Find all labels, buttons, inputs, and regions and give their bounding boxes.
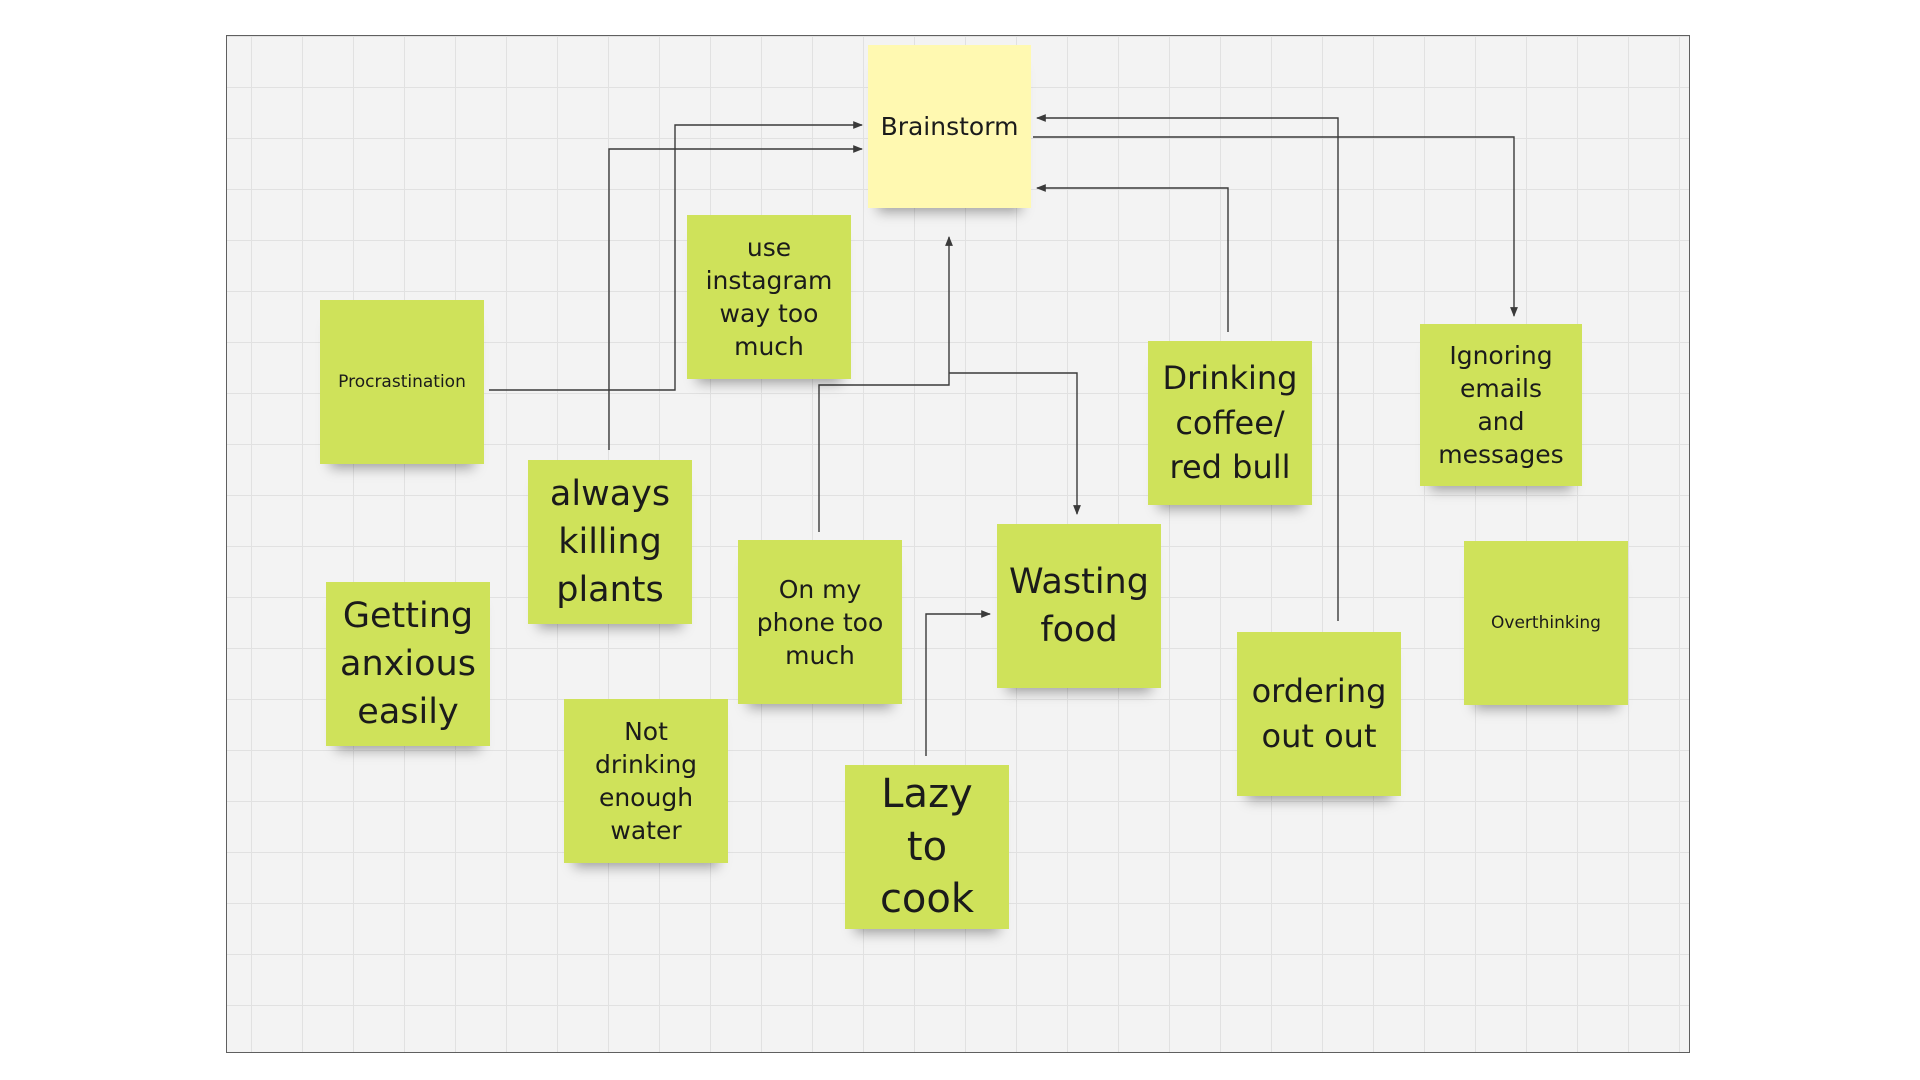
note-wasting[interactable]: Wasting food <box>997 524 1161 688</box>
note-plants[interactable]: always killing plants <box>528 460 692 624</box>
note-water[interactable]: Not drinking enough water <box>564 699 728 863</box>
note-coffee-text: Drinking coffee/ red bull <box>1162 358 1298 487</box>
note-lazy-text: Lazy to cook <box>879 770 975 923</box>
note-overthinking[interactable]: Overthinking <box>1464 541 1628 705</box>
note-ordering[interactable]: ordering out out <box>1237 632 1401 796</box>
note-lazy[interactable]: Lazy to cook <box>845 765 1009 929</box>
note-wasting-text: Wasting food <box>1009 561 1149 650</box>
note-plants-text: always killing plants <box>549 473 671 611</box>
note-procrastination[interactable]: Procrastination <box>320 300 484 464</box>
note-coffee[interactable]: Drinking coffee/ red bull <box>1148 341 1312 505</box>
note-instagram[interactable]: use instagram way too much <box>687 215 851 379</box>
note-brainstorm-text: Brainstorm <box>880 112 1019 141</box>
note-water-text: Not drinking enough water <box>594 717 698 845</box>
note-brainstorm[interactable]: Brainstorm <box>868 45 1031 208</box>
note-anxious-text: Getting anxious easily <box>340 595 476 733</box>
note-phone-text: On my phone too much <box>756 574 884 670</box>
note-ignoring[interactable]: Ignoring emails and messages <box>1420 324 1582 486</box>
note-overthinking-text: Overthinking <box>1491 612 1601 633</box>
note-phone[interactable]: On my phone too much <box>738 540 902 704</box>
note-anxious[interactable]: Getting anxious easily <box>326 582 490 746</box>
note-ordering-text: ordering out out <box>1251 672 1387 755</box>
note-ignoring-text: Ignoring emails and messages <box>1438 341 1564 469</box>
note-procrastination-text: Procrastination <box>338 371 466 392</box>
note-instagram-text: use instagram way too much <box>705 233 833 361</box>
